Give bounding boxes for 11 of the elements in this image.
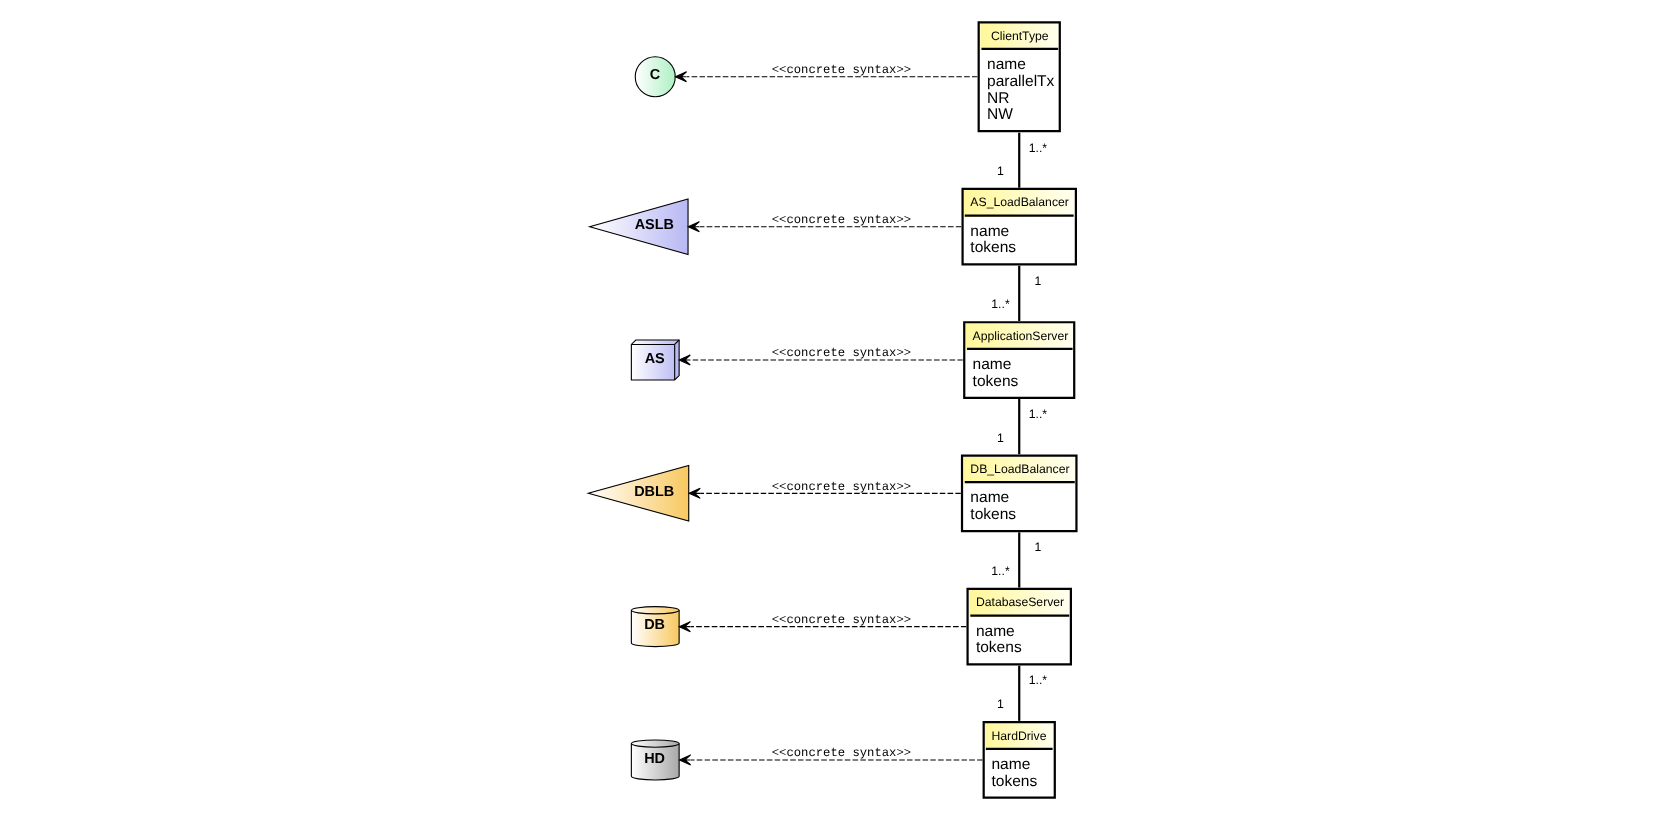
arrow [677, 754, 982, 766]
arrow [677, 354, 963, 366]
connector [1017, 265, 1020, 321]
arrow [673, 71, 977, 83]
connector [1017, 399, 1020, 455]
connector [1017, 132, 1020, 188]
connector [1017, 665, 1020, 721]
arrow [686, 221, 961, 233]
arrow [677, 621, 966, 633]
connector [1017, 532, 1020, 588]
arrow [687, 487, 961, 499]
